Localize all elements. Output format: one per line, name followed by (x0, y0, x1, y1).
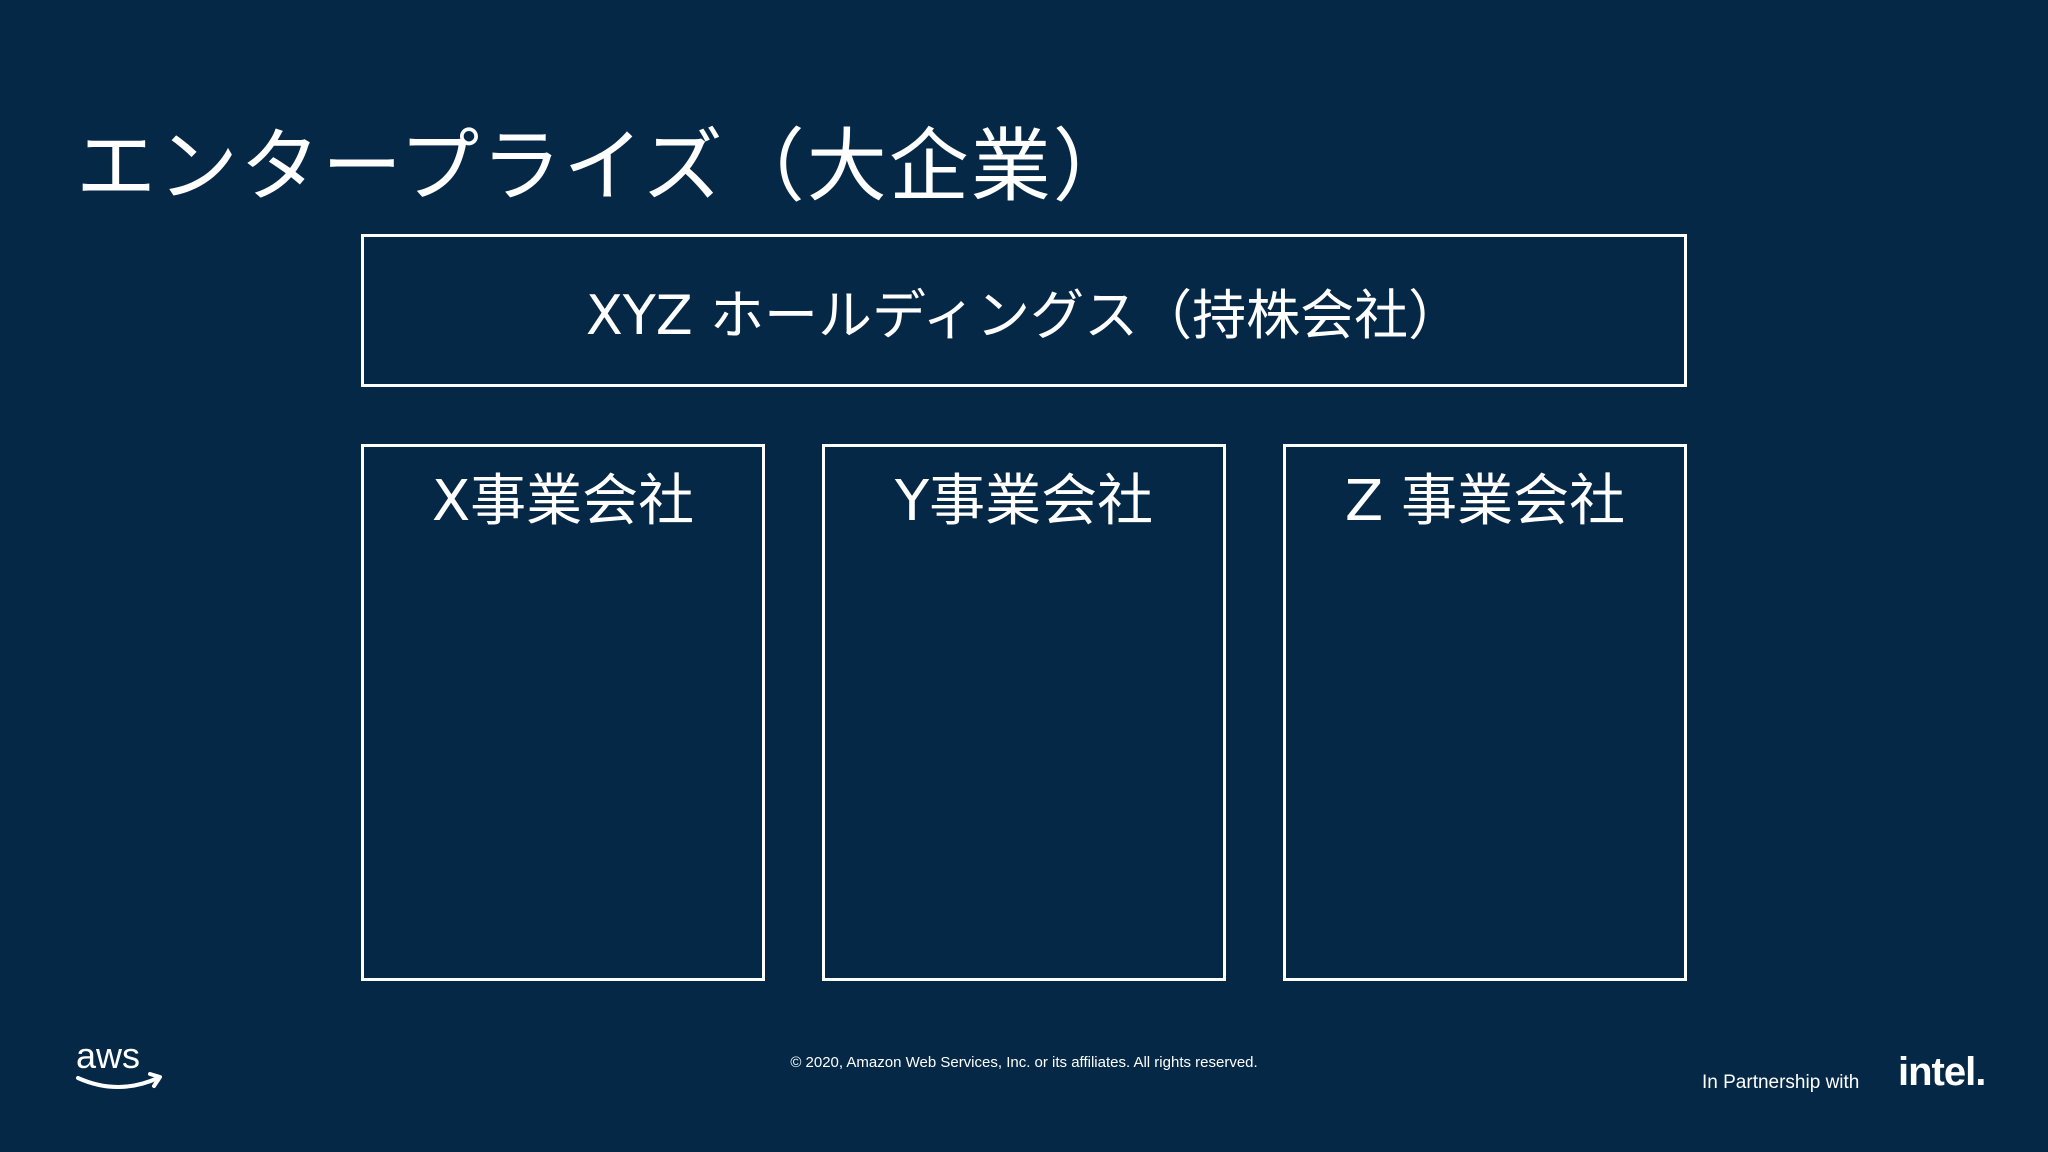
partnership-text: In Partnership with (1702, 1072, 1860, 1093)
holding-company-label: XYZ ホールディングス（持株会社） (585, 284, 1463, 347)
aws-smile-icon (76, 1076, 160, 1089)
aws-logo: aws (76, 1036, 162, 1089)
aws-logo-text: aws (76, 1036, 140, 1076)
aws-arrow-icon (148, 1072, 162, 1088)
holding-company-box: XYZ ホールディングス（持株会社） (361, 234, 1687, 387)
company-label-y: Y事業会社 (894, 469, 1154, 534)
copyright-notice: © 2020, Amazon Web Services, Inc. or its… (790, 1054, 1258, 1071)
company-box-z: Z 事業会社 (1283, 444, 1687, 981)
slide-title: エンタープライズ（大企業） (76, 119, 1135, 213)
intel-logo: intel. (1898, 1050, 1986, 1094)
company-box-x: X事業会社 (361, 444, 765, 981)
company-label-z: Z 事業会社 (1344, 469, 1626, 534)
company-label-x: X事業会社 (431, 469, 695, 534)
company-box-y: Y事業会社 (822, 444, 1226, 981)
